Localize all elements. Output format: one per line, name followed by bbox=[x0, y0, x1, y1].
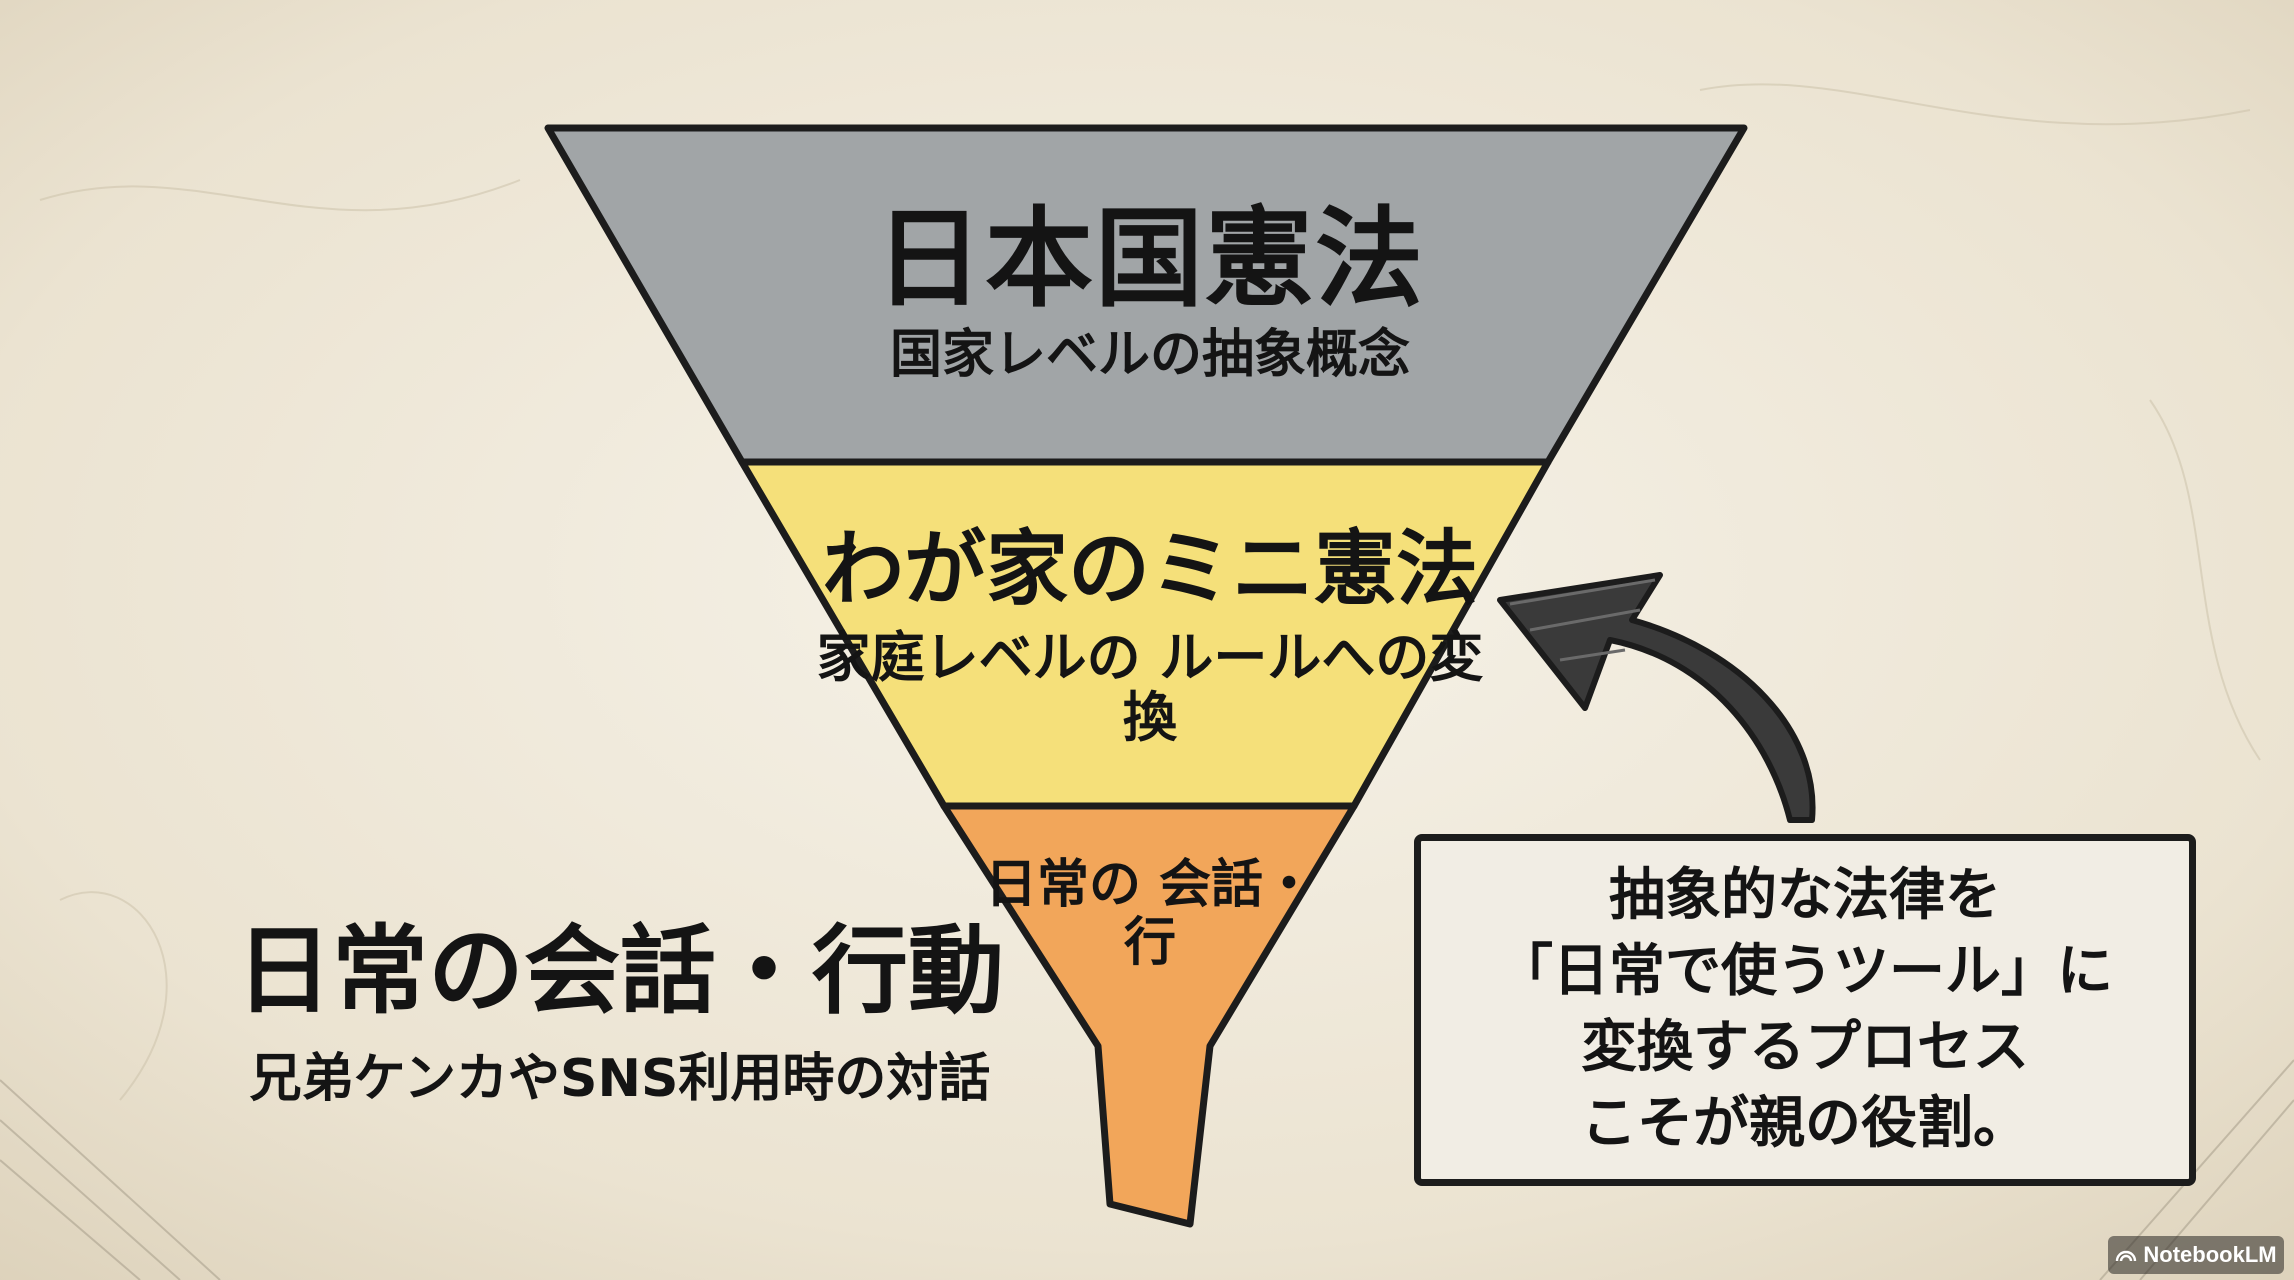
level-2-subtitle: 家庭レベルの ルールへの変換 bbox=[816, 626, 1484, 750]
callout-box: 抽象的な法律を 「日常で使うツール」に 変換するプロセス こそが親の役割。 bbox=[1414, 834, 2196, 1186]
watermark-label: NotebookLM bbox=[2143, 1242, 2277, 1267]
side-label-title: 日常の会話・行動 bbox=[236, 915, 1004, 1027]
side-label-subtitle: 兄弟ケンカやSNS利用時の対話 bbox=[249, 1049, 991, 1109]
funnel-level-daily bbox=[940, 802, 1358, 1228]
callout-text: 抽象的な法律を 「日常で使うツール」に 変換するプロセス こそが親の役割。 bbox=[1497, 862, 2113, 1157]
level-1-subtitle: 国家レベルの抽象概念 bbox=[889, 325, 1410, 385]
paper-texture bbox=[39, 83, 2261, 1101]
watermark: NotebookLM bbox=[2108, 1236, 2284, 1274]
level-2-title: わが家のミニ憲法 bbox=[821, 522, 1478, 617]
level-1-title: 日本国憲法 bbox=[874, 197, 1425, 322]
level-3-title: 日常の 会話・行 bbox=[984, 855, 1316, 974]
curved-arrow-icon bbox=[1497, 572, 1816, 823]
notebooklm-logo-icon bbox=[2116, 1250, 2137, 1262]
